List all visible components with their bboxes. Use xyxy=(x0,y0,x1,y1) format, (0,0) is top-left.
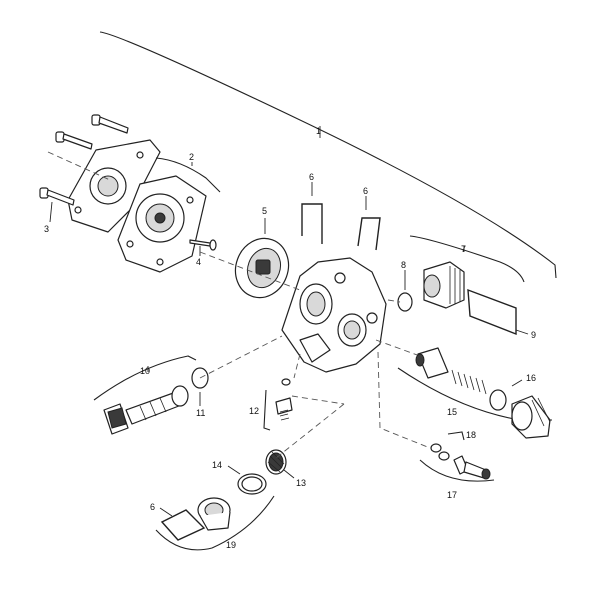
cap-19 xyxy=(197,497,231,531)
end-cap xyxy=(511,395,551,439)
callout-9: 9 xyxy=(531,330,536,340)
wire-clip-6b xyxy=(357,217,381,251)
callout-16: 16 xyxy=(526,373,536,383)
o-ring-18a xyxy=(430,443,442,453)
leader-16 xyxy=(511,379,523,387)
bracket-2 xyxy=(155,157,221,193)
impeller-5 xyxy=(234,237,290,299)
centerline-small-valve xyxy=(291,353,345,405)
bracket-7 xyxy=(409,235,525,283)
callout-1: 1 xyxy=(316,126,321,136)
centerline-valve xyxy=(199,335,283,379)
housing-plate xyxy=(117,175,207,273)
bypass-valve-17 xyxy=(453,455,491,480)
bracket-18 xyxy=(447,431,465,441)
leader-3 xyxy=(49,201,53,223)
o-ring-18b xyxy=(438,451,450,461)
callout-6a: 6 xyxy=(309,172,314,182)
ring-14-inner xyxy=(241,476,263,492)
centerline-piston xyxy=(375,339,421,357)
leader-6c xyxy=(159,507,173,517)
strainer-13 xyxy=(265,449,287,475)
pin-4 xyxy=(189,239,217,251)
small-valve-12 xyxy=(275,378,293,421)
wire-clip-6c xyxy=(160,509,206,541)
bolt-1 xyxy=(91,114,129,134)
bracket-12 xyxy=(263,389,271,431)
centerline-outlet xyxy=(387,299,401,303)
callout-7: 7 xyxy=(461,244,466,254)
callout-3: 3 xyxy=(44,224,49,234)
bracket-19 xyxy=(155,495,275,551)
callout-6c: 6 xyxy=(150,502,155,512)
centerline-bypass xyxy=(377,351,431,449)
callout-10: 10 xyxy=(140,366,150,376)
callout-6b: 6 xyxy=(363,186,368,196)
callout-4: 4 xyxy=(196,257,201,267)
centerline-cover xyxy=(47,151,111,181)
callout-5: 5 xyxy=(262,206,267,216)
fitting-7 xyxy=(423,261,465,309)
callout-17: 17 xyxy=(447,490,457,500)
bolt-2 xyxy=(55,131,93,150)
pump-body xyxy=(281,257,387,373)
piston-15 xyxy=(415,347,487,395)
leader-14 xyxy=(227,465,241,475)
centerline-impeller xyxy=(199,251,301,291)
valve-cartridge-10 xyxy=(103,385,189,435)
callout-15: 15 xyxy=(447,407,457,417)
o-ring-16 xyxy=(489,389,507,411)
callout-18: 18 xyxy=(466,430,476,440)
callout-19: 19 xyxy=(226,540,236,550)
o-ring-8 xyxy=(397,292,413,312)
leader-9 xyxy=(515,329,529,335)
bolt-3 xyxy=(39,187,75,206)
wire-clip-6a xyxy=(301,203,323,244)
leader-13 xyxy=(283,469,295,479)
callout-12: 12 xyxy=(249,406,259,416)
callout-8: 8 xyxy=(401,260,406,270)
callout-14: 14 xyxy=(212,460,222,470)
bracket-17 xyxy=(419,459,495,482)
wire-clip-9 xyxy=(467,288,517,336)
cover-plate xyxy=(67,139,161,233)
callout-13: 13 xyxy=(296,478,306,488)
centerline-strainer xyxy=(275,403,345,459)
bracket-10 xyxy=(93,355,197,401)
callout-2: 2 xyxy=(189,152,194,162)
callout-11: 11 xyxy=(196,408,205,418)
